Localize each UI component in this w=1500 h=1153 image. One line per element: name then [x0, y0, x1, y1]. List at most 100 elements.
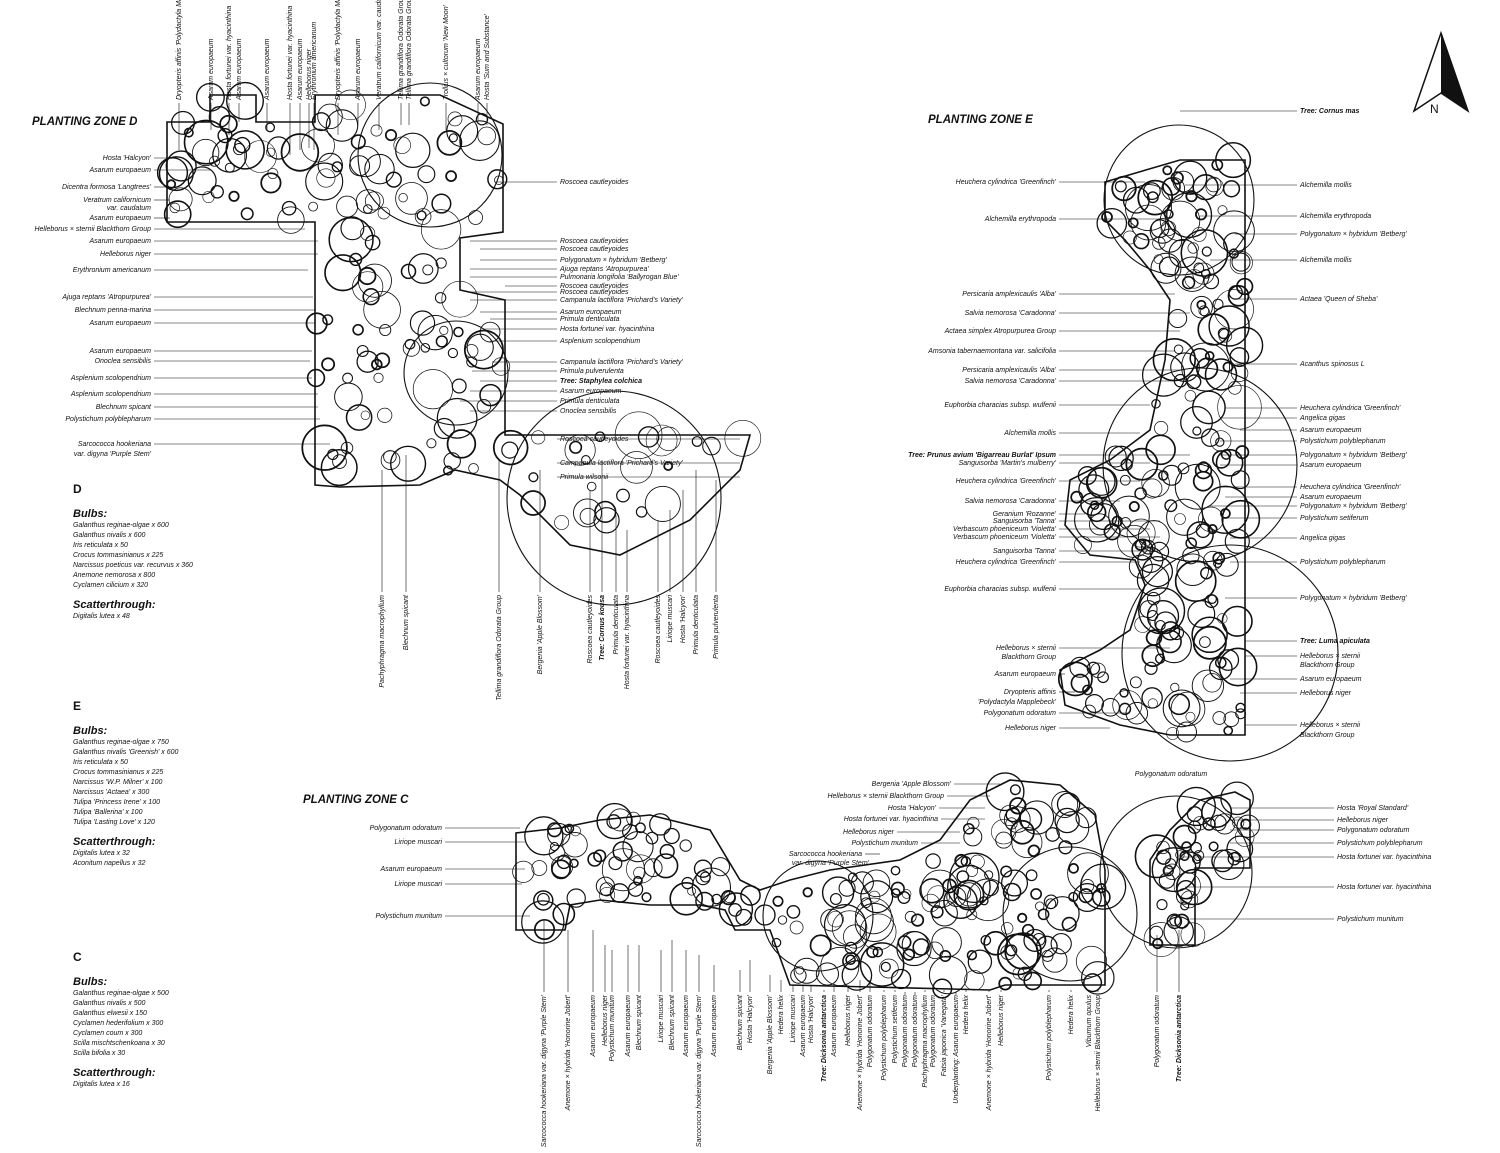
plant-label: Asarum europaeum	[1299, 494, 1362, 501]
plant-clump	[407, 253, 439, 284]
plant-label: Heuchera cylindrica 'Greenfinch'	[956, 559, 1057, 566]
plant-clump	[995, 831, 1013, 849]
plant-clump	[317, 152, 344, 179]
plant-clump	[1191, 669, 1225, 702]
plant-clump	[1192, 625, 1227, 660]
plant-clump	[1057, 661, 1093, 697]
plant-label: Tree: Dicksonia antarctica	[1176, 995, 1183, 1082]
plant-clump	[453, 326, 464, 338]
plant-clump	[556, 854, 572, 870]
tree-canopy	[357, 82, 503, 228]
plant-label: Roscoea cautleyoides	[560, 246, 629, 253]
plant-label: Liriope muscari	[395, 881, 443, 888]
plant-clump	[1027, 844, 1041, 858]
plant-label: Asarum europaeum	[89, 167, 152, 174]
plant-label: Helleborus niger	[1005, 725, 1057, 732]
plant-label: Asarum europaeum	[559, 309, 622, 316]
plant-clump	[844, 941, 858, 955]
bulbs-heading: Bulbs:	[73, 508, 108, 520]
plant-clump	[373, 372, 384, 383]
plant-clump	[1173, 344, 1184, 355]
plant-clump	[195, 82, 225, 112]
plant-clump	[475, 113, 489, 126]
zone-d-title: PLANTING ZONE D	[32, 116, 137, 128]
plant-clump	[533, 890, 554, 911]
plant-clump	[928, 955, 968, 995]
plant-clump	[1211, 158, 1224, 171]
plant-clump	[477, 126, 496, 146]
plant-label: Primula wilsonii	[560, 474, 609, 481]
plant-clump	[802, 887, 813, 898]
plant-clump	[419, 96, 430, 107]
plant-label: Polystichum setiferum	[1300, 515, 1369, 522]
plant-clump	[1174, 463, 1221, 510]
plant-label: Helleborus niger	[1300, 690, 1352, 697]
plant-clump	[1185, 537, 1198, 550]
plant-clump	[1078, 888, 1094, 904]
plant-clump	[358, 266, 377, 286]
plant-label: Polygonatum odoratum	[930, 995, 937, 1068]
plant-label: Sarcococca hookeriana var. digyna 'Purpl…	[541, 994, 548, 1147]
plant-label: Asarum europaeum	[89, 238, 152, 245]
plant-label: Polystichum polyblepharum	[1300, 559, 1386, 566]
plant-clump	[524, 816, 564, 856]
plant-clump	[1220, 449, 1232, 460]
plant-label: Helleborus niger	[1337, 817, 1389, 824]
plant-clump	[570, 825, 581, 837]
plant-clump	[878, 958, 899, 979]
plant-clump	[1195, 208, 1208, 221]
plant-label: Sarcococca hookeriana	[78, 441, 151, 448]
bulb-list-item: Iris reticulata x 50	[73, 542, 128, 549]
plant-label: 'Polydactyla Mapplebeck'	[978, 699, 1057, 706]
plant-clump	[370, 124, 383, 137]
plant-clump	[985, 772, 1025, 812]
plant-clump	[463, 329, 504, 370]
plant-clump	[1005, 944, 1018, 957]
plant-clump	[442, 465, 454, 476]
plant-label: Veratrum californicum var. caudatum	[376, 0, 383, 100]
plant-clump	[1108, 445, 1134, 472]
plant-clump	[1075, 945, 1108, 978]
plant-clump	[772, 895, 784, 907]
plant-clump	[645, 831, 659, 845]
plant-label: Heuchera cylindrica 'Greenfinch'	[956, 179, 1057, 186]
plant-clump	[183, 119, 229, 165]
plant-clump	[1073, 535, 1092, 554]
plant-clump	[166, 179, 177, 190]
plant-clump	[1161, 464, 1183, 486]
plant-clump	[564, 823, 575, 834]
plant-clump	[377, 206, 391, 220]
plant-clump	[1141, 469, 1170, 498]
plant-label: Blechnum penna-marina	[75, 307, 151, 314]
plant-label: Primula denticulata	[560, 316, 620, 323]
plant-clump	[1193, 850, 1205, 862]
plant-clump	[400, 263, 417, 280]
plant-clump	[277, 206, 305, 234]
plant-label: Asplenium scolopendrium	[70, 391, 151, 398]
plant-label: Polygonatum odoratum	[912, 995, 919, 1068]
plant-clump	[528, 472, 539, 483]
plant-clump	[1213, 289, 1254, 330]
plant-label: Asarum europaeum	[297, 38, 304, 101]
plant-clump	[1119, 474, 1131, 486]
plant-clump	[702, 436, 721, 456]
plant-clump	[561, 824, 573, 836]
plant-clump	[1141, 687, 1163, 709]
bulb-list-item: Scilla bifolia x 30	[73, 1050, 126, 1057]
plant-label: Anemone × hybrida 'Honorine Jobert'	[857, 994, 864, 1111]
plant-clump	[1070, 673, 1090, 693]
plant-clump	[1198, 506, 1224, 533]
plant-clump	[1174, 256, 1210, 292]
plant-clump	[1009, 784, 1021, 796]
plant-clump	[209, 155, 221, 167]
plant-label: Alchemilla mollis	[1299, 182, 1352, 189]
plant-label: Helleborus niger	[100, 251, 152, 258]
plant-label: Ajuga reptans 'Atropurpurea'	[559, 266, 649, 273]
plant-label: Primula denticulata	[560, 398, 620, 405]
plant-clump	[1170, 691, 1206, 727]
plant-clump	[569, 858, 579, 869]
plant-clump	[551, 859, 571, 880]
plant-label: Euphorbia characias subsp. wulfenii	[944, 586, 1056, 593]
plant-clump	[1112, 689, 1143, 720]
